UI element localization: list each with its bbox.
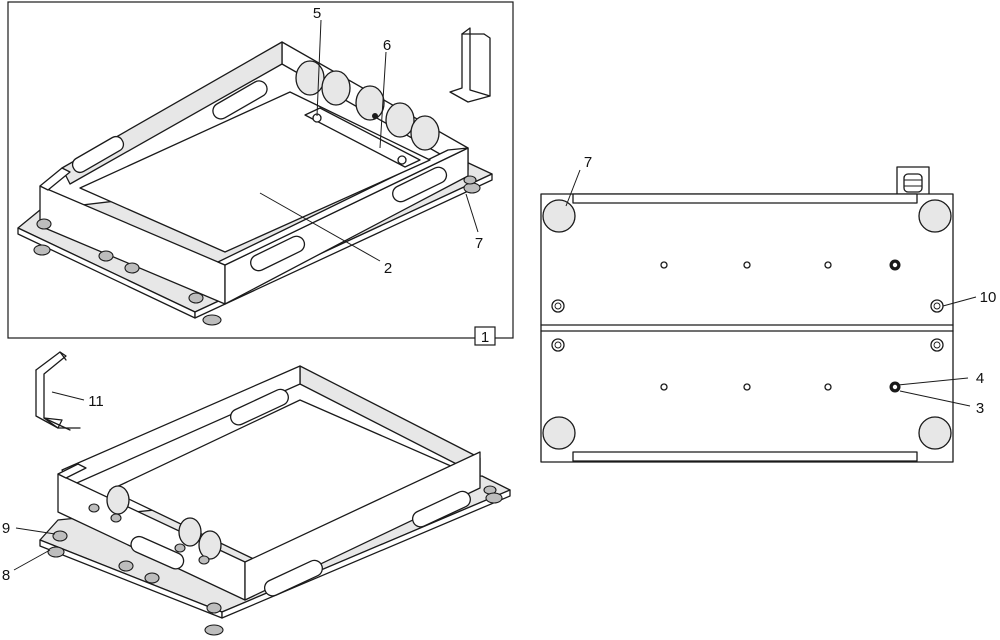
callout-5: 5	[313, 5, 321, 22]
hex-nuts	[36, 175, 477, 304]
assembly-view-top-left: 1	[7, 1, 514, 346]
plate-outline	[540, 193, 954, 463]
studs	[88, 503, 210, 565]
underside-view: 7 10 4 3	[540, 154, 997, 463]
mounting-holes	[660, 261, 832, 391]
callout-7-a: 7	[475, 235, 483, 252]
assembly-frame	[7, 1, 514, 339]
feet	[542, 199, 952, 450]
roller-set	[295, 60, 440, 151]
callout-8: 8	[2, 567, 10, 584]
callout-9: 9	[2, 520, 10, 537]
callout-3: 3	[976, 400, 984, 417]
callout-4: 4	[976, 370, 984, 387]
callout-2: 2	[384, 260, 392, 277]
callout-10: 10	[980, 289, 997, 306]
hex-nuts-lower	[52, 485, 497, 614]
assembly-view-bottom-left: 11	[2, 351, 511, 636]
callout-7-b: 7	[584, 154, 592, 171]
callout-6: 6	[383, 37, 391, 54]
clip-top-view	[896, 166, 930, 196]
slide-tray	[39, 41, 469, 305]
grommets	[551, 299, 944, 352]
stop-bar	[304, 107, 421, 168]
assembly-number-box	[474, 326, 496, 346]
callout-1: 1	[481, 329, 489, 346]
callout-11: 11	[88, 393, 104, 410]
clip-bracket	[35, 351, 81, 431]
clip-bracket-loose	[449, 27, 491, 103]
screw-washer	[889, 259, 901, 393]
